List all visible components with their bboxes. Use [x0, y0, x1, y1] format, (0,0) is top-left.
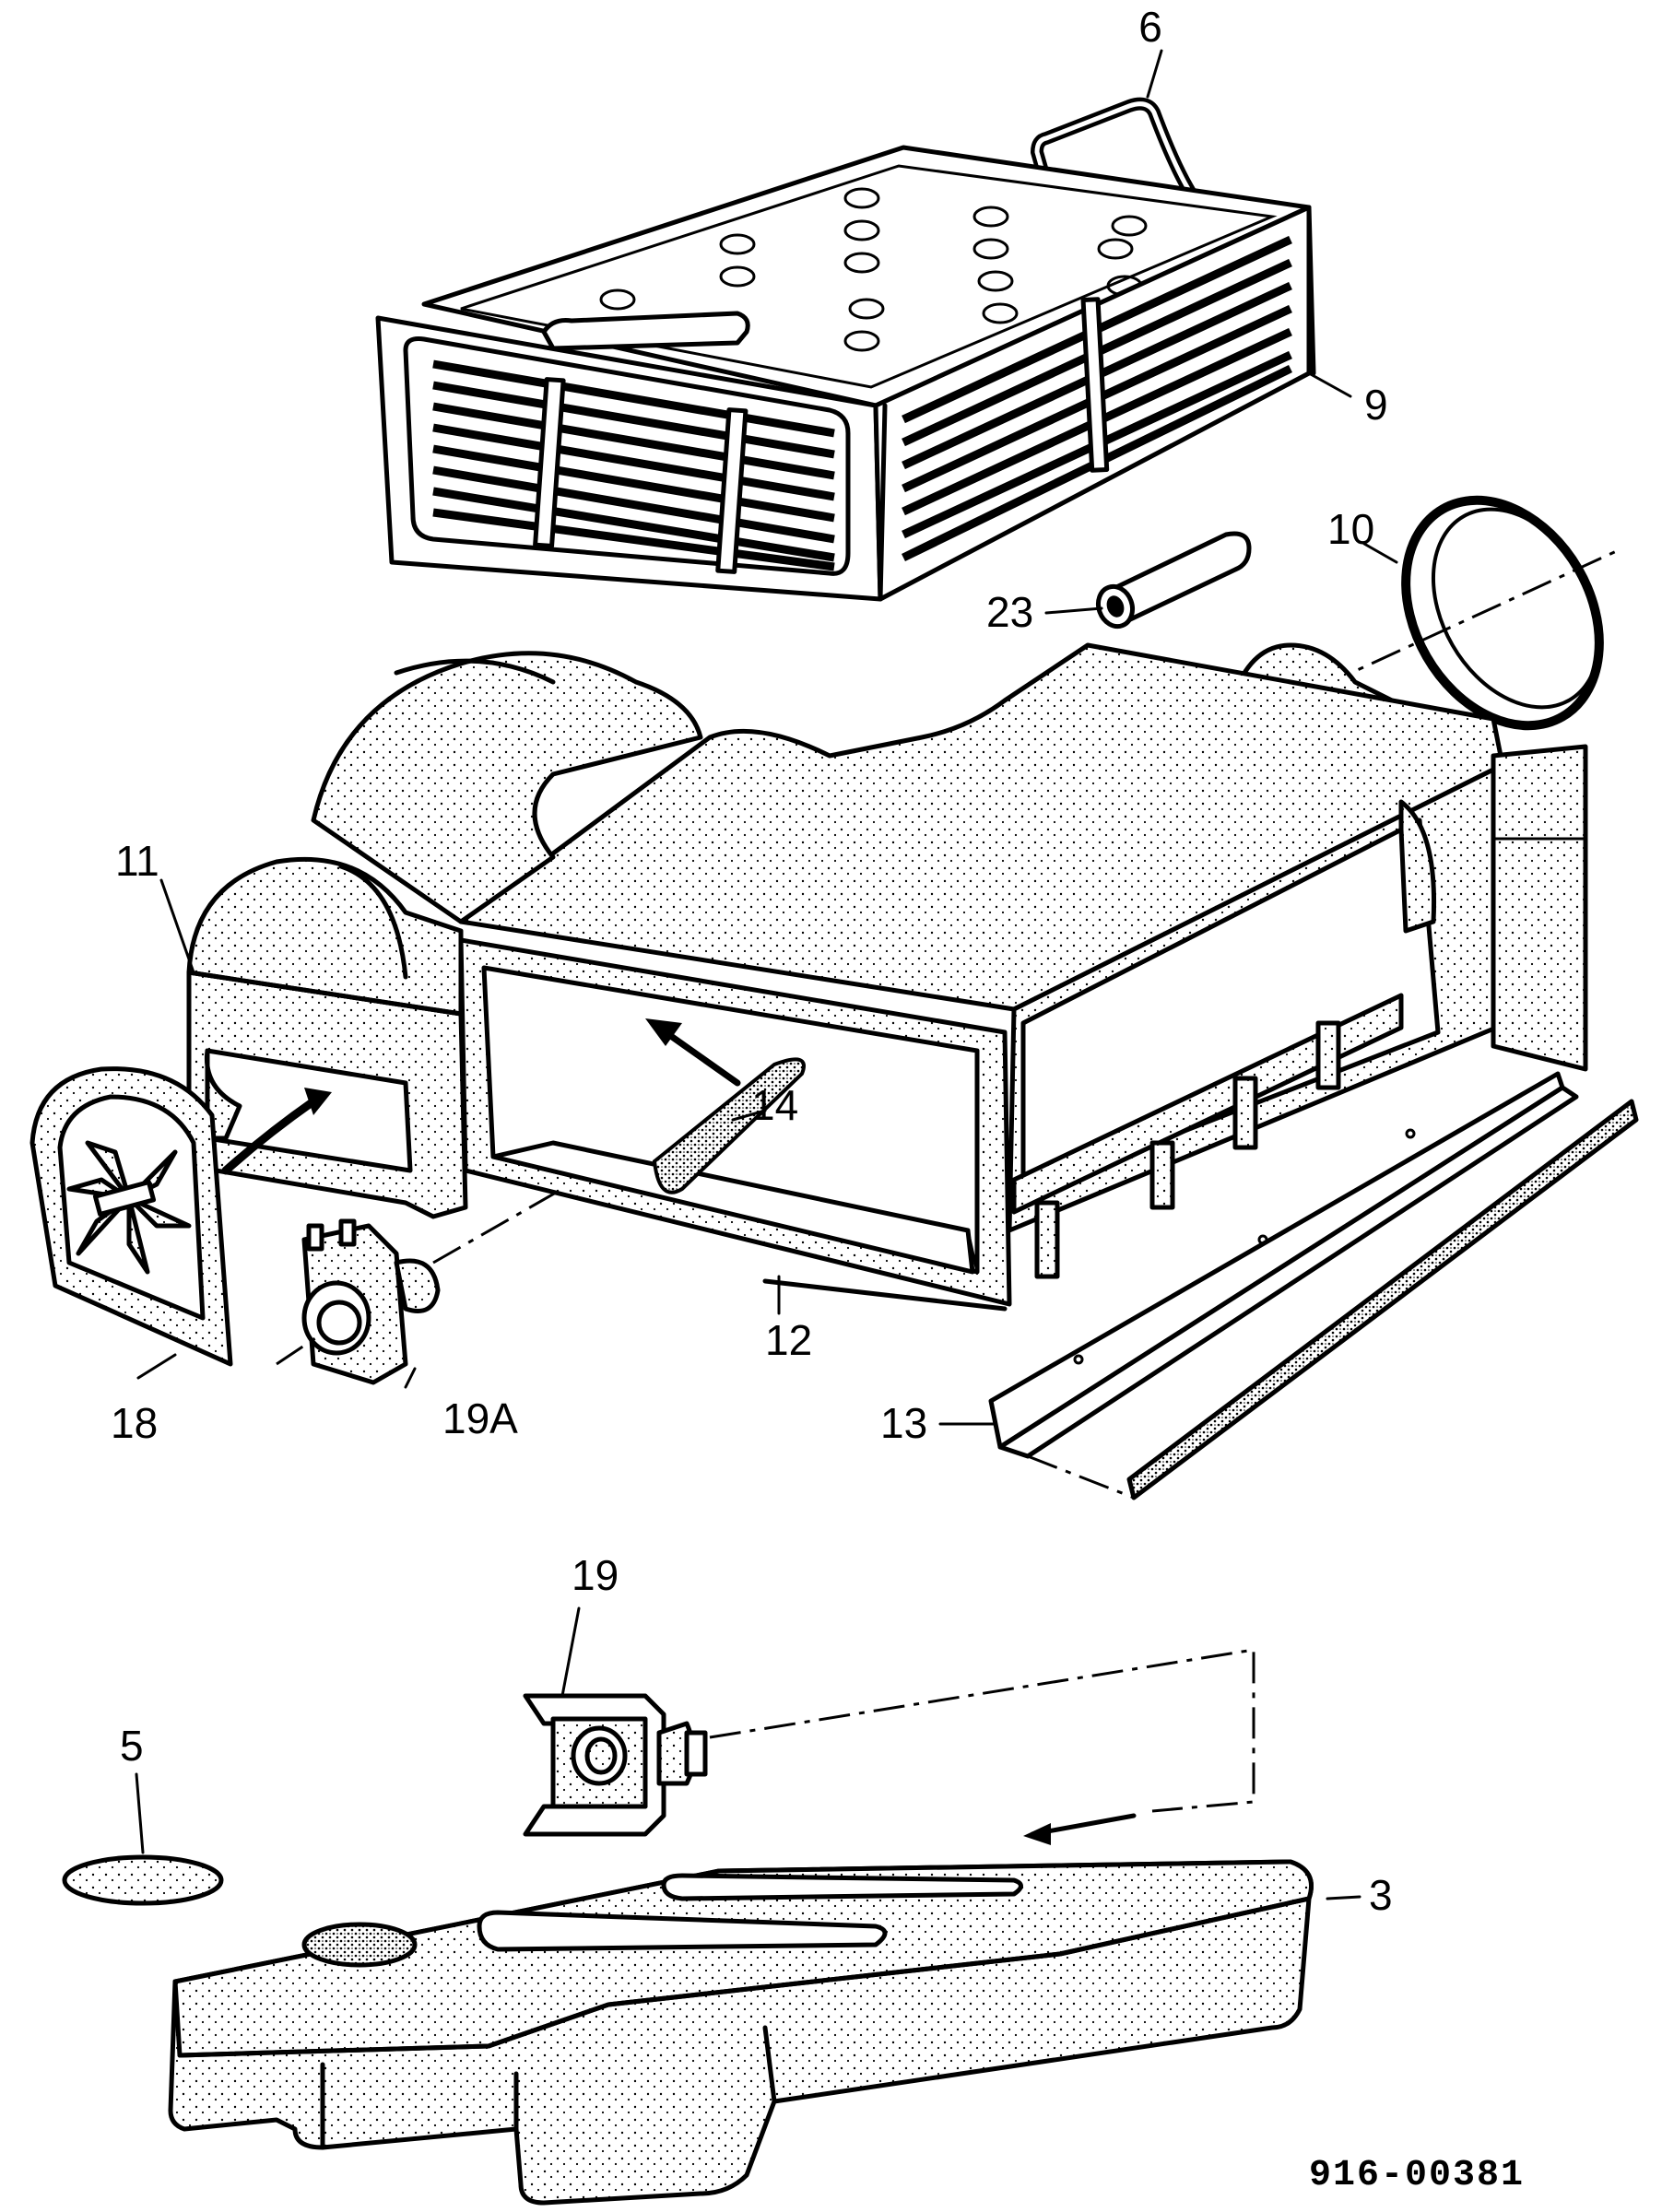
label-9: 9: [1364, 381, 1388, 429]
callout-labels: 6 9 10 23 11 14 12 13 18 19A 19 5 3: [111, 3, 1393, 1919]
label-12: 12: [765, 1316, 812, 1364]
bottom-tabs: [1034, 1020, 1341, 1279]
thermostat-part-19a: [301, 1218, 441, 1385]
top-face-holes: [599, 187, 1148, 352]
diagram-code: 916-00381: [1309, 2155, 1525, 2196]
label-5: 5: [120, 1722, 144, 1770]
base-tray-part-3: [168, 1859, 1314, 2206]
label-19a: 19A: [442, 1394, 518, 1442]
leader-lines: [135, 49, 1398, 1900]
duct-housing-part-12: [186, 642, 1588, 1312]
label-19: 19: [572, 1551, 619, 1599]
label-3: 3: [1369, 1871, 1393, 1919]
filter-cassette-part-9: [375, 145, 1316, 602]
label-11: 11: [115, 837, 159, 885]
label-23: 23: [986, 588, 1033, 636]
cap-part-5: [62, 1854, 224, 1906]
bottom-plate-part-13: [988, 1071, 1639, 1500]
label-13: 13: [880, 1399, 927, 1447]
thermostat-part-19: [523, 1693, 708, 1837]
front-slats: [432, 359, 835, 571]
spring-part-23: [1095, 531, 1252, 629]
fan-part-18: [29, 1066, 233, 1367]
label-6: 6: [1138, 3, 1162, 51]
label-10: 10: [1327, 505, 1374, 553]
label-14: 14: [751, 1081, 798, 1129]
label-18: 18: [111, 1399, 158, 1447]
